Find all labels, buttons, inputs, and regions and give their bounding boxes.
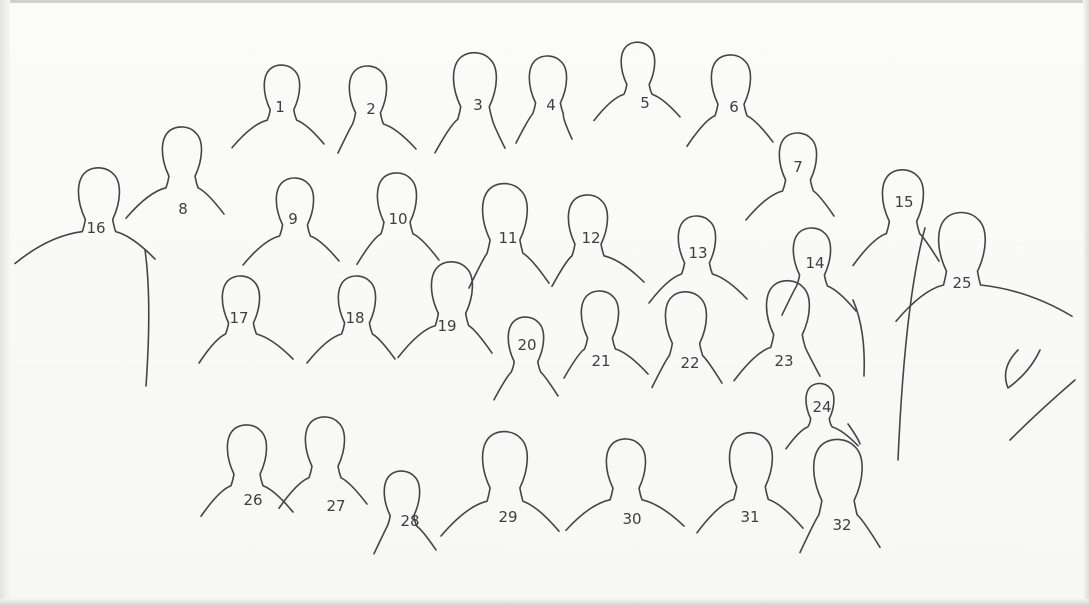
figure-number-16: 16: [86, 219, 105, 237]
figure-number-24: 24: [812, 398, 831, 416]
figure-number-4: 4: [546, 96, 556, 114]
figure-number-3: 3: [473, 96, 483, 114]
figure-number-19: 19: [437, 317, 456, 335]
silhouette-16: [15, 168, 155, 264]
silhouette-22: [652, 292, 722, 388]
figure-number-14: 14: [805, 254, 824, 272]
figure-number-25: 25: [952, 274, 971, 292]
silhouette-24: [786, 384, 858, 449]
silhouette-5: [594, 42, 680, 120]
silhouette-27: [279, 417, 367, 508]
silhouette-19: [398, 262, 492, 358]
figure-number-7: 7: [793, 158, 803, 176]
figure-number-1: 1: [275, 98, 285, 116]
figure-number-5: 5: [640, 94, 650, 112]
figure-number-17: 17: [229, 309, 248, 327]
figure-number-13: 13: [688, 244, 707, 262]
figure-number-30: 30: [622, 510, 641, 528]
figure-number-21: 21: [591, 352, 610, 370]
silhouette-2: [338, 66, 416, 153]
body-contour-4: [1010, 380, 1075, 440]
body-contour-1: [145, 250, 149, 386]
silhouette-8: [126, 127, 224, 218]
figure-number-18: 18: [345, 309, 364, 327]
silhouette-20: [494, 317, 558, 400]
body-contour-3: [1006, 350, 1040, 388]
silhouette-3: [435, 53, 505, 153]
figure-number-2: 2: [366, 100, 376, 118]
figure-number-31: 31: [740, 508, 759, 526]
figure-number-9: 9: [288, 210, 298, 228]
silhouette-32: [800, 439, 880, 552]
silhouette-25: [896, 213, 1072, 322]
figure-number-12: 12: [581, 229, 600, 247]
figure-number-20: 20: [517, 336, 536, 354]
silhouette-4: [516, 56, 572, 143]
figure-number-28: 28: [400, 512, 419, 530]
figure-number-15: 15: [894, 193, 913, 211]
body-contour-2: [898, 228, 925, 460]
figure-number-26: 26: [243, 491, 262, 509]
figure-number-29: 29: [498, 508, 517, 526]
figure-number-6: 6: [729, 98, 739, 116]
silhouette-15: [853, 170, 939, 266]
body-contour-5: [853, 300, 864, 376]
figure-number-22: 22: [680, 354, 699, 372]
figure-number-10: 10: [388, 210, 407, 228]
figure-number-23: 23: [774, 352, 793, 370]
figure-number-27: 27: [326, 497, 345, 515]
silhouette-outlines: [15, 42, 1075, 554]
figure-number-32: 32: [832, 516, 851, 534]
silhouette-7: [746, 133, 834, 220]
figure-number-8: 8: [178, 200, 188, 218]
figure-number-11: 11: [498, 229, 517, 247]
